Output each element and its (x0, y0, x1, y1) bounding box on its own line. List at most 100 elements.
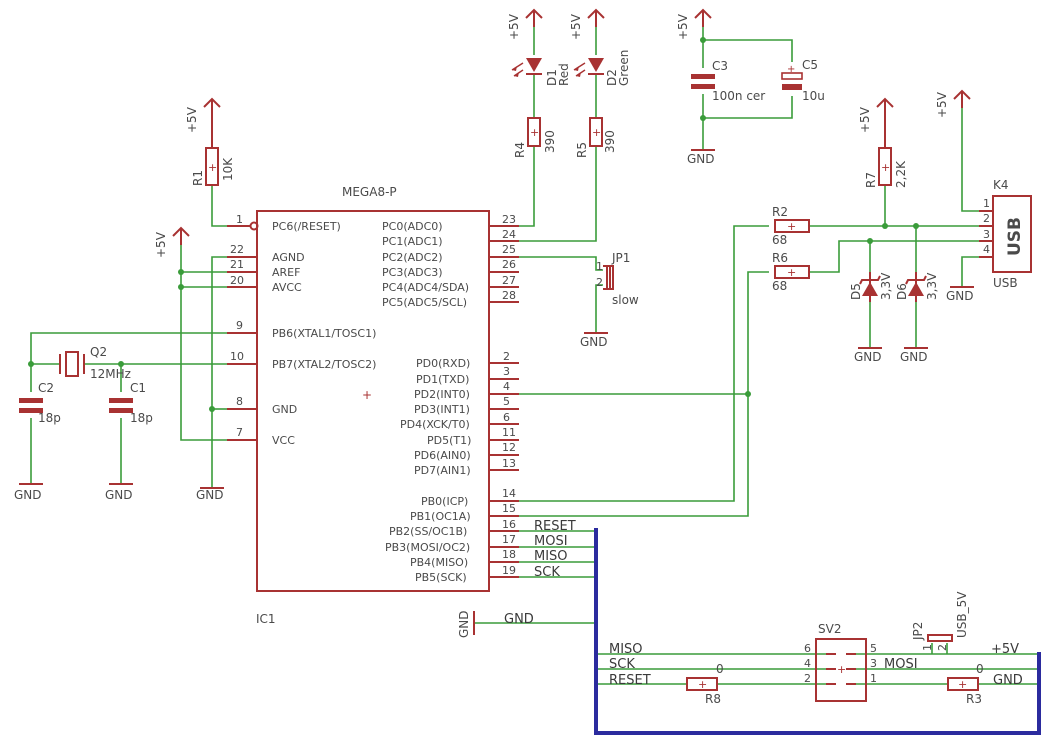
ic1-pin-name: PD6(AIN0) (414, 449, 471, 462)
ic1-pin-name: PD2(INT0) (414, 388, 470, 401)
net-label-reset: RESET (534, 519, 576, 534)
ic1-pin-name: AGND (272, 251, 305, 264)
usb-connector-k4: 1 2 3 4 K4 USB USB (979, 178, 1032, 290)
r2-name: R2 (772, 205, 788, 219)
q2-value: 12MHz (90, 367, 131, 381)
net-label-miso: MISO (609, 642, 643, 657)
vcc-label: +5V (676, 13, 690, 40)
svg-text:+: + (787, 266, 796, 279)
k4-value: USB (993, 276, 1018, 290)
ic1-pin-name: PD0(RXD) (416, 357, 470, 370)
gnd-label: GND (900, 350, 928, 364)
q2-name: Q2 (90, 345, 107, 359)
d5-value: 3,3V (879, 272, 893, 300)
capacitor-c1: C1 18p (109, 381, 153, 425)
ic1-pin-name: PD1(TXD) (416, 373, 469, 386)
r4-name: R4 (513, 142, 527, 158)
r4-value: 390 (543, 130, 557, 153)
vcc-label: +5V (935, 91, 949, 118)
d6-value: 3,3V (925, 272, 939, 300)
svg-text:+: + (958, 678, 967, 691)
net-label-miso: MISO (534, 549, 568, 564)
ic1-pin-num: 2 (503, 350, 510, 363)
ic1-part-label: MEGA8-P (342, 185, 397, 199)
ic1-pin-name: PD7(AIN1) (414, 464, 471, 477)
ground-icon: GND (196, 487, 224, 502)
gnd-label: GND (687, 152, 715, 166)
led-d1: D1 Red (511, 58, 571, 86)
ic1-pin-num: 25 (502, 243, 516, 256)
net-label-mosi: MOSI (534, 534, 568, 549)
r1-name: R1 (191, 170, 205, 186)
ic1-pin-num: 27 (502, 274, 516, 287)
capacitor-c5: + C5 10u (781, 58, 825, 103)
ic1-pin-num: 16 (502, 518, 516, 531)
jp2-pin2: 2 (936, 644, 949, 651)
light-emission-icon (511, 62, 524, 77)
ic1-pin-name: PC2(ADC2) (382, 251, 443, 264)
ground-icon: GND (580, 332, 608, 349)
ic1-pin-num: 24 (502, 228, 516, 241)
sv2-pin6: 6 (804, 642, 811, 655)
bus-labels: RESET MOSI MISO SCK GND MISO SCK RESET M… (504, 519, 1023, 688)
ic1-pin-name: PB0(ICP) (421, 495, 468, 508)
net-label-mosi: MOSI (884, 657, 918, 672)
r5-value: 390 (603, 130, 617, 153)
ic1-pin-num: 5 (503, 395, 510, 408)
resistor-r4: + R4 390 (513, 117, 557, 158)
ic1-pin-name: AVCC (272, 281, 302, 294)
ic1-pin-name: PD4(XCK/T0) (400, 418, 470, 431)
vcc-arrow-icon: +5V (676, 8, 712, 40)
sv2-pin5: 5 (870, 642, 877, 655)
ic1-pin-name: PC4(ADC4/SDA) (382, 281, 469, 294)
r8-value: 0 (716, 662, 724, 676)
vcc-label: +5V (858, 106, 872, 133)
jumper-jp2: 1 2 JP2 USB_5V (911, 591, 969, 651)
ground-symbols: GND GND GND GND GND GND GND GND GND (14, 149, 974, 638)
net-label-vcc: +5V (991, 642, 1019, 657)
supply-symbols: +5V +5V +5V +5V +5V +5V +5V (154, 8, 971, 258)
zener-d5: D5 3,3V (849, 272, 893, 302)
capacitor-c2: C2 18p (19, 381, 61, 425)
vcc-arrow-icon: +5V (507, 8, 543, 40)
svg-text:+: + (208, 161, 217, 174)
usb-connector-label: USB (1005, 217, 1025, 256)
ic1-body (256, 210, 490, 592)
ic1-pin-name: PC0(ADC0) (382, 220, 443, 233)
ic1-pin-num: 10 (230, 350, 244, 363)
light-emission-icon (573, 62, 586, 77)
ic1-pin-num: 9 (236, 319, 243, 332)
ic1-pin-num: 15 (502, 502, 516, 515)
gnd-label: GND (946, 289, 974, 303)
ground-icon: GND (14, 483, 43, 502)
ic1-pin-name: PB3(MOSI/OC2) (385, 541, 470, 554)
ic1-pin-name: PB2(SS/OC1B) (389, 525, 467, 538)
vcc-label: +5V (185, 106, 199, 133)
svg-text:+: + (881, 161, 890, 174)
ic1-pin-name: PB4(MISO) (410, 556, 468, 569)
gnd-label: GND (196, 488, 224, 502)
r8-name: R8 (705, 692, 721, 706)
resistor-r3: + 0 R3 (947, 662, 984, 706)
net-label-sck: SCK (609, 657, 635, 672)
ic1-mega8: MEGA8-P IC1 + 1 PC6(/RESET) 22 AGND 21 A… (227, 185, 519, 626)
ic1-pin-num: 20 (230, 274, 244, 287)
d5-name: D5 (849, 283, 863, 300)
c3-value: 100n cer (712, 89, 765, 103)
resistors: + R1 10K + R4 390 + R5 390 + R7 2,2K (191, 116, 984, 706)
ic1-pin-num: 23 (502, 213, 516, 226)
net-label-gnd: GND (993, 673, 1023, 688)
r7-value: 2,2K (894, 160, 908, 188)
r5-name: R5 (575, 142, 589, 158)
led-d2: D2 Green (573, 50, 631, 86)
ic1-name-label: IC1 (256, 612, 276, 626)
vcc-label: +5V (569, 13, 583, 40)
net-label-gnd: GND (504, 612, 534, 627)
net-label-sck: SCK (534, 565, 560, 580)
ic1-pin-num: 18 (502, 548, 516, 561)
svg-text:+: + (787, 220, 796, 233)
r6-value: 68 (772, 279, 787, 293)
ic1-pin-num: 8 (236, 395, 243, 408)
svg-text:+: + (530, 126, 539, 139)
ground-icon: GND (946, 286, 974, 303)
